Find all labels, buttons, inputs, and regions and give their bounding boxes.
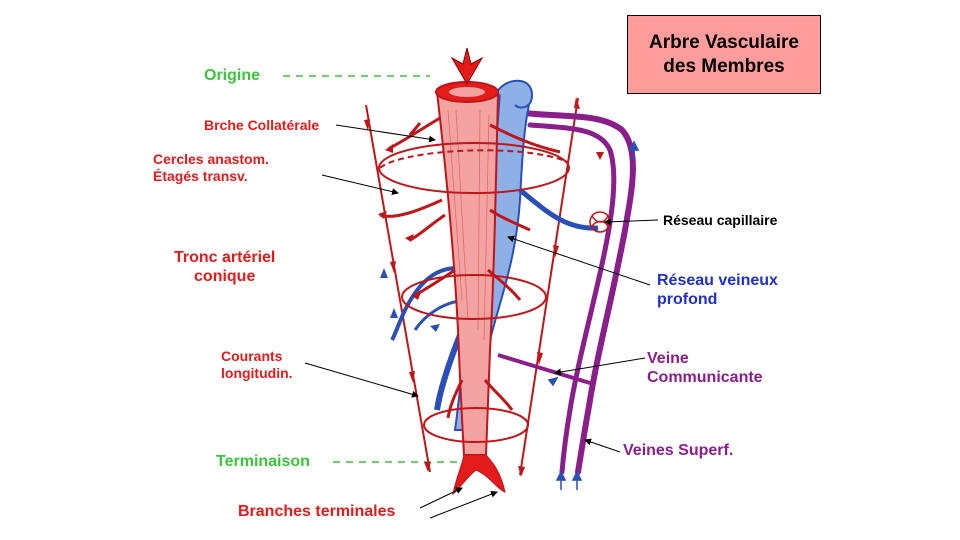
leader-veines-superf xyxy=(584,438,621,453)
superficial-vein-outer xyxy=(512,109,636,475)
label-cercles-line-2: Étagés transv. xyxy=(153,167,248,184)
label-courants-line-2: longitudin. xyxy=(221,364,293,381)
leader-reseau-veineux xyxy=(507,235,651,286)
label-tronc-line-2: conique xyxy=(194,268,256,286)
label-branches-terminales: Branches terminales xyxy=(238,503,396,520)
label-cercles-line-1: Cercles anastom. xyxy=(153,151,269,167)
leader-cercles xyxy=(321,174,399,196)
title-box: Arbre Vasculaire des Membres xyxy=(627,15,821,94)
leader-branches-terminales-2 xyxy=(429,490,498,519)
label-reseau-veineux-line-2: profond xyxy=(657,291,718,309)
label-brche-collaterale: Brche Collatérale xyxy=(204,117,320,133)
leader-brche-collaterale xyxy=(335,124,436,143)
leader-branches-terminales-1 xyxy=(419,487,463,509)
label-veine-comm-line-2: Communicante xyxy=(647,369,763,387)
arterial-trunk xyxy=(435,91,500,456)
longitudinal-current-right xyxy=(519,97,579,476)
label-veines-superficielles: Veines Superf. xyxy=(623,442,734,459)
leader-courants xyxy=(304,362,419,398)
label-reseau-veineux-line-1: Réseau veineux xyxy=(657,272,778,289)
label-courants-line-1: Courants xyxy=(221,348,283,364)
anastomotic-circles xyxy=(378,142,570,443)
label-origine: Origine xyxy=(204,67,261,84)
deep-vein-branch-left xyxy=(390,266,471,342)
communicating-vein xyxy=(497,353,591,385)
deep-vein-branch-capillary xyxy=(518,188,599,231)
superficial-vein-inner xyxy=(527,122,617,475)
label-terminaison: Terminaison xyxy=(216,453,310,470)
inflow-arrow xyxy=(450,47,484,86)
label-veine-comm-line-1: Veine xyxy=(647,350,689,367)
terminal-branches xyxy=(452,454,506,496)
label-tronc-line-1: Tronc artériel xyxy=(174,249,276,266)
longitudinal-current-left xyxy=(365,104,431,473)
label-reseau-capillaire: Réseau capillaire xyxy=(663,212,778,228)
label-veine-communicante: Veine Communicante xyxy=(647,349,763,387)
leader-veine-communicante xyxy=(554,357,646,376)
label-cercles-anastomotiques: Cercles anastom. Étagés transv. xyxy=(153,151,269,185)
leader-reseau-capillaire xyxy=(604,218,659,226)
label-courants-longitudinaux: Courants longitudin. xyxy=(221,348,293,382)
deep-vein-top-loop xyxy=(496,79,534,109)
title-line-1: Arbre Vasculaire xyxy=(649,31,799,53)
label-reseau-veineux-profond: Réseau veineux profond xyxy=(657,271,778,309)
title-line-2: des Membres xyxy=(663,55,785,77)
label-tronc-arteriel: Tronc artériel conique xyxy=(174,248,275,286)
